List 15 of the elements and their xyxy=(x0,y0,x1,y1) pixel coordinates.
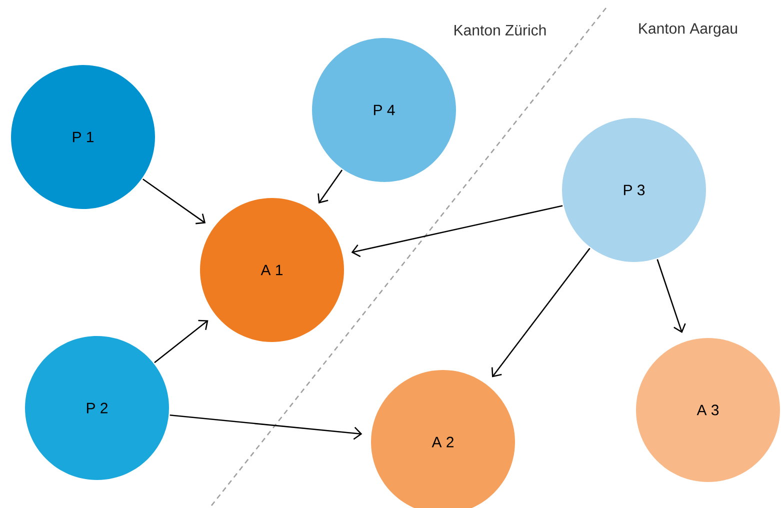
circle-node: A 3 xyxy=(636,338,780,482)
arrow xyxy=(491,248,590,378)
circle-node: P 2 xyxy=(25,336,169,480)
circle-node: A 1 xyxy=(200,198,344,342)
circle-node: P 3 xyxy=(562,118,706,262)
arrow xyxy=(351,205,563,258)
arrow xyxy=(318,170,343,204)
arrow xyxy=(142,178,206,224)
arrow xyxy=(170,414,362,440)
region-label: Kanton Zürich xyxy=(454,24,546,36)
region-label: Kanton Aargau xyxy=(639,23,737,37)
circle-node: P 1 xyxy=(11,65,155,209)
circle-node: P 4 xyxy=(312,38,456,182)
arrow xyxy=(154,320,208,364)
arrow xyxy=(656,259,686,334)
